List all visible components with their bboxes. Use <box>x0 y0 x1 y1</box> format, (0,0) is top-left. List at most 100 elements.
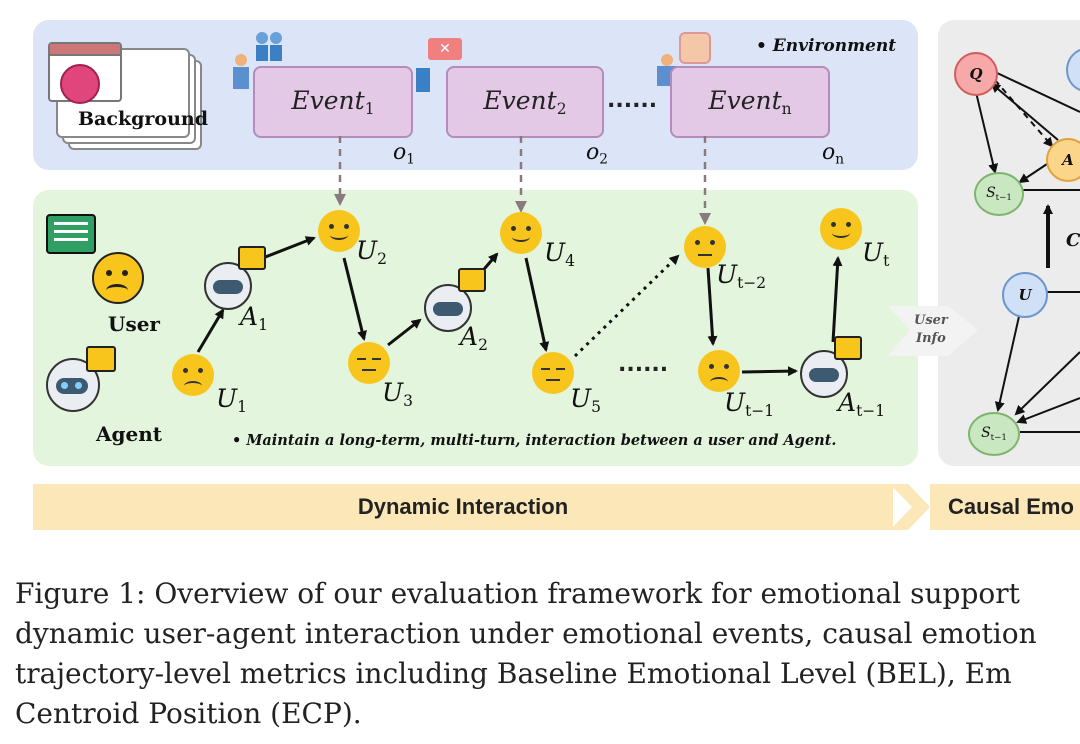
event-n-sub: n <box>781 99 792 118</box>
event-box-2: Event2 <box>446 66 604 138</box>
at1-sub: t−1 <box>856 401 886 420</box>
obs-n-sub: n <box>835 151 845 168</box>
user-info-chevron <box>888 306 978 356</box>
u1-base: U <box>216 384 238 413</box>
a2-base: A <box>460 322 479 351</box>
s1-sub: t−1 <box>995 192 1012 203</box>
u2-sub: 2 <box>377 249 387 268</box>
arrow-u2-u3 <box>342 257 367 341</box>
a1-robot-icon <box>204 262 252 310</box>
ut-base: U <box>862 238 884 267</box>
causal-node-u-label: U <box>1018 286 1032 304</box>
user-legend-sad-face-icon <box>92 252 144 304</box>
u4-smile-face-icon <box>500 212 542 254</box>
user-info-label: User Info <box>914 312 948 348</box>
label-ut: Ut <box>862 238 889 270</box>
u3-content-face-icon <box>348 342 390 384</box>
u4-sub: 4 <box>565 251 575 270</box>
interaction-panel <box>33 190 918 466</box>
agent-legend-label: Agent <box>96 422 163 446</box>
environment-label: • Environment <box>756 36 897 56</box>
ut2-neutral-face-icon <box>684 226 726 268</box>
u5-sub: 5 <box>591 397 601 416</box>
event-box-1: Event1 <box>253 66 413 138</box>
label-ut2: Ut−2 <box>716 260 766 292</box>
a2-speech-icon <box>458 268 486 292</box>
dynamic-interaction-label: Dynamic Interaction <box>357 494 569 519</box>
u4-base: U <box>544 238 566 267</box>
u3-base: U <box>382 378 404 407</box>
u1-sub: 1 <box>237 397 247 416</box>
interaction-note-text: Maintain a long-term, multi-turn, intera… <box>246 432 837 449</box>
figure-caption: Figure 1: Overview of our evaluation fra… <box>15 574 1080 734</box>
at1-speech-icon <box>834 336 862 360</box>
causal-edge-u-s2 <box>994 311 1021 412</box>
causal-edge-a-q <box>990 82 1059 141</box>
label-at1: At−1 <box>838 388 885 420</box>
interaction-note: • Maintain a long-term, multi-turn, inte… <box>232 432 837 449</box>
arrow-u5-ut2-dotted <box>573 254 680 358</box>
conflict-icon: ✕ <box>428 38 462 60</box>
events-ellipsis: ...... <box>607 88 658 113</box>
arrow-u3-a2 <box>387 318 422 347</box>
trajectory-ellipsis: ...... <box>618 352 669 377</box>
agent-legend-speech-icon <box>86 346 116 372</box>
caption-line-4: Centroid Position (ECP). <box>15 697 362 730</box>
obs-2-sub: 2 <box>599 151 608 168</box>
causal-edge-right-s2b <box>1016 397 1080 424</box>
a1-base: A <box>240 302 259 331</box>
label-u1: U1 <box>216 384 247 416</box>
banner-chevron <box>890 484 930 530</box>
people-icon <box>256 32 286 62</box>
at1-base: A <box>838 388 857 417</box>
a2-robot-icon <box>424 284 472 332</box>
event-2-sub: 2 <box>556 99 567 118</box>
causal-node-s1: St−1 <box>974 172 1024 216</box>
arrow-at1-ut <box>831 256 843 343</box>
event-n-base: Event <box>708 86 782 116</box>
label-u3: U3 <box>382 378 413 410</box>
obs-1-sub: 1 <box>406 151 415 168</box>
event-1-sub: 1 <box>364 99 375 118</box>
s2-base: S <box>981 425 991 442</box>
observation-1-label: o1 <box>393 140 415 167</box>
u2-base: U <box>356 236 378 265</box>
user-legend-label: User <box>108 312 160 336</box>
ut1-base: U <box>724 388 746 417</box>
causal-emotion-label: Causal Emo <box>948 494 1074 519</box>
user-info-line1: User <box>914 313 948 328</box>
label-u5: U5 <box>570 384 601 416</box>
ut2-base: U <box>716 260 738 289</box>
a1-sub: 1 <box>258 315 268 334</box>
causal-node-a-label: A <box>1062 151 1074 169</box>
causal-label-c: C <box>1066 230 1080 251</box>
arrow-u4-u5 <box>524 257 550 352</box>
label-u2: U2 <box>356 236 387 268</box>
causal-edge-q-a <box>994 79 1054 148</box>
arrow-u1-a1 <box>196 308 225 353</box>
causal-node-s2: St−1 <box>968 412 1020 456</box>
s1-base: S <box>986 185 996 202</box>
ut2-sub: t−2 <box>737 273 767 292</box>
u5-content-face-icon <box>532 352 574 394</box>
background-label: Background <box>78 108 208 130</box>
causal-edge-top-right <box>994 71 1080 113</box>
sad-face-icon <box>60 64 100 104</box>
a2-sub: 2 <box>478 335 488 354</box>
observation-n-label: on <box>822 140 844 167</box>
u1-sad-face-icon <box>172 354 214 396</box>
u3-sub: 3 <box>403 391 413 410</box>
u5-base: U <box>570 384 592 413</box>
event-2-label: Event2 <box>483 86 566 118</box>
caption-line-2: dynamic user-agent interaction under emo… <box>15 617 1037 650</box>
event-2-base: Event <box>483 86 557 116</box>
chat-bubble-icon <box>46 214 96 254</box>
obs-n-base: o <box>822 140 836 165</box>
causal-node-q-label: Q <box>969 65 983 83</box>
label-a2: A2 <box>460 322 488 354</box>
causal-emotion-banner: Causal Emo <box>930 484 1080 530</box>
observation-2-label: o2 <box>586 140 608 167</box>
ut-smile-face-icon <box>820 208 862 250</box>
label-a1: A1 <box>240 302 268 334</box>
